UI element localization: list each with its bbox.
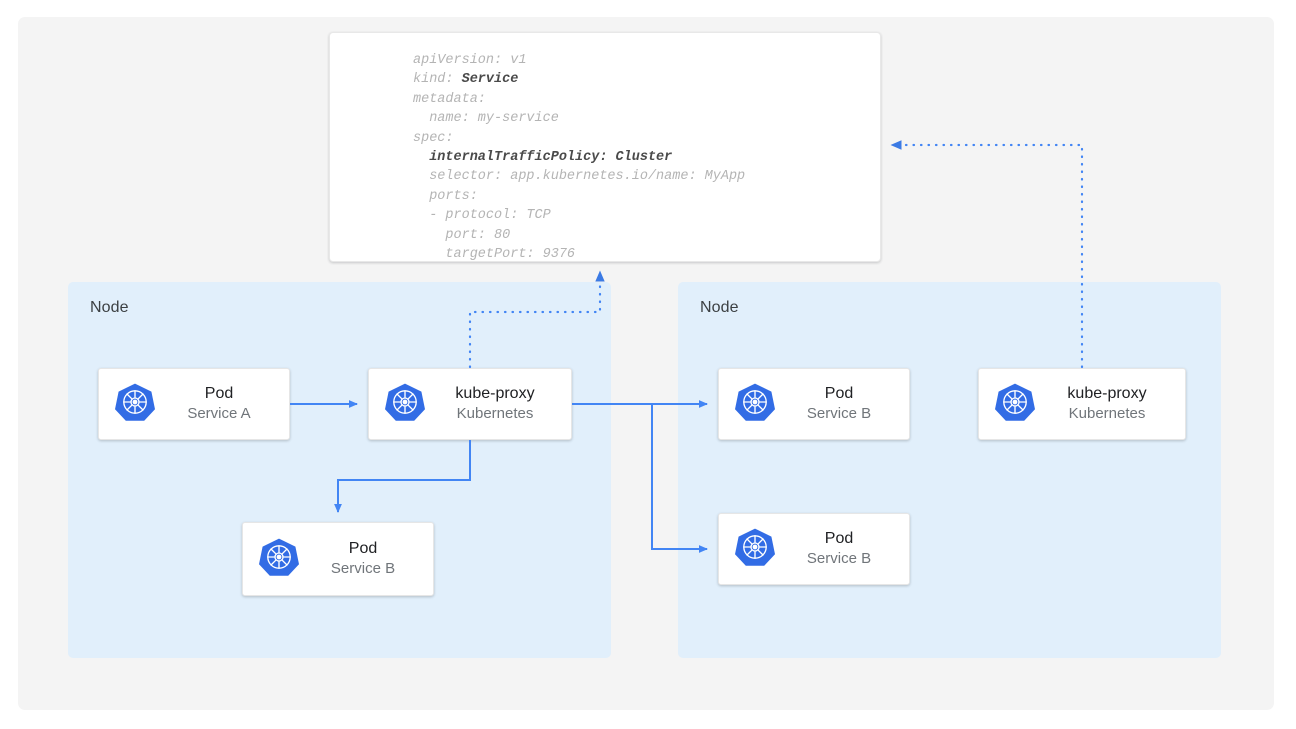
kube-proxy-right-text: kube-proxy Kubernetes	[1035, 384, 1185, 425]
yaml-line-internaltrafficpolicy: internalTrafficPolicy: Cluster	[413, 150, 673, 166]
kubernetes-logo-icon	[259, 537, 299, 582]
pod-service-b-left-card[interactable]: Pod Service B	[242, 522, 434, 596]
yaml-line-selector: selector: app.kubernetes.io/name: MyApp	[413, 169, 746, 185]
yaml-line-spec: spec:	[413, 130, 454, 146]
kube-proxy-left-title: kube-proxy	[455, 384, 535, 402]
pod-service-b-right-bottom-subtitle: Service B	[806, 550, 872, 567]
yaml-line-port: port: 80	[413, 227, 511, 243]
yaml-line-kind: kind: Service	[413, 72, 519, 88]
pod-service-b-left-text: Pod Service B	[299, 539, 433, 580]
node-right: Node	[678, 282, 1221, 658]
service-manifest-card: apiVersion: v1 kind: Service metadata: n…	[329, 32, 881, 262]
yaml-line-apiversion: apiVersion: v1	[413, 53, 527, 68]
kubernetes-logo-icon	[735, 527, 775, 572]
pod-service-a-subtitle: Service A	[187, 405, 251, 422]
kube-proxy-right-card[interactable]: kube-proxy Kubernetes	[978, 368, 1186, 440]
yaml-line-metadata: metadata:	[413, 91, 486, 107]
kubernetes-logo-icon	[115, 382, 155, 427]
pod-service-b-right-top-card[interactable]: Pod Service B	[718, 368, 910, 440]
kube-proxy-right-subtitle: Kubernetes	[1068, 405, 1146, 422]
pod-service-b-right-top-text: Pod Service B	[775, 384, 909, 425]
service-manifest-code: apiVersion: v1 kind: Service metadata: n…	[413, 51, 745, 264]
pod-service-b-right-top-subtitle: Service B	[806, 405, 872, 422]
yaml-line-name: name: my-service	[413, 111, 559, 127]
kubernetes-logo-icon	[995, 382, 1035, 427]
kube-proxy-left-card[interactable]: kube-proxy Kubernetes	[368, 368, 572, 440]
kubernetes-logo-icon	[385, 382, 425, 427]
pod-service-b-right-top-title: Pod	[824, 384, 854, 402]
pod-service-b-right-bottom-card[interactable]: Pod Service B	[718, 513, 910, 585]
yaml-line-targetport: targetPort: 9376	[413, 247, 576, 263]
pod-service-a-text: Pod Service A	[155, 384, 289, 425]
node-left-label: Node	[90, 299, 129, 316]
pod-service-b-right-bottom-title: Pod	[824, 529, 854, 547]
node-right-label: Node	[700, 299, 739, 316]
pod-service-b-left-title: Pod	[348, 539, 378, 557]
kubernetes-logo-icon	[735, 382, 775, 427]
yaml-line-protocol: - protocol: TCP	[413, 208, 551, 224]
pod-service-b-right-bottom-text: Pod Service B	[775, 529, 909, 570]
pod-service-a-card[interactable]: Pod Service A	[98, 368, 290, 440]
kube-proxy-left-text: kube-proxy Kubernetes	[425, 384, 571, 425]
yaml-line-ports: ports:	[413, 188, 478, 204]
kube-proxy-right-title: kube-proxy	[1067, 384, 1147, 402]
kube-proxy-left-subtitle: Kubernetes	[456, 405, 534, 422]
node-left: Node	[68, 282, 611, 658]
pod-service-b-left-subtitle: Service B	[330, 560, 396, 577]
pod-service-a-title: Pod	[204, 384, 234, 402]
